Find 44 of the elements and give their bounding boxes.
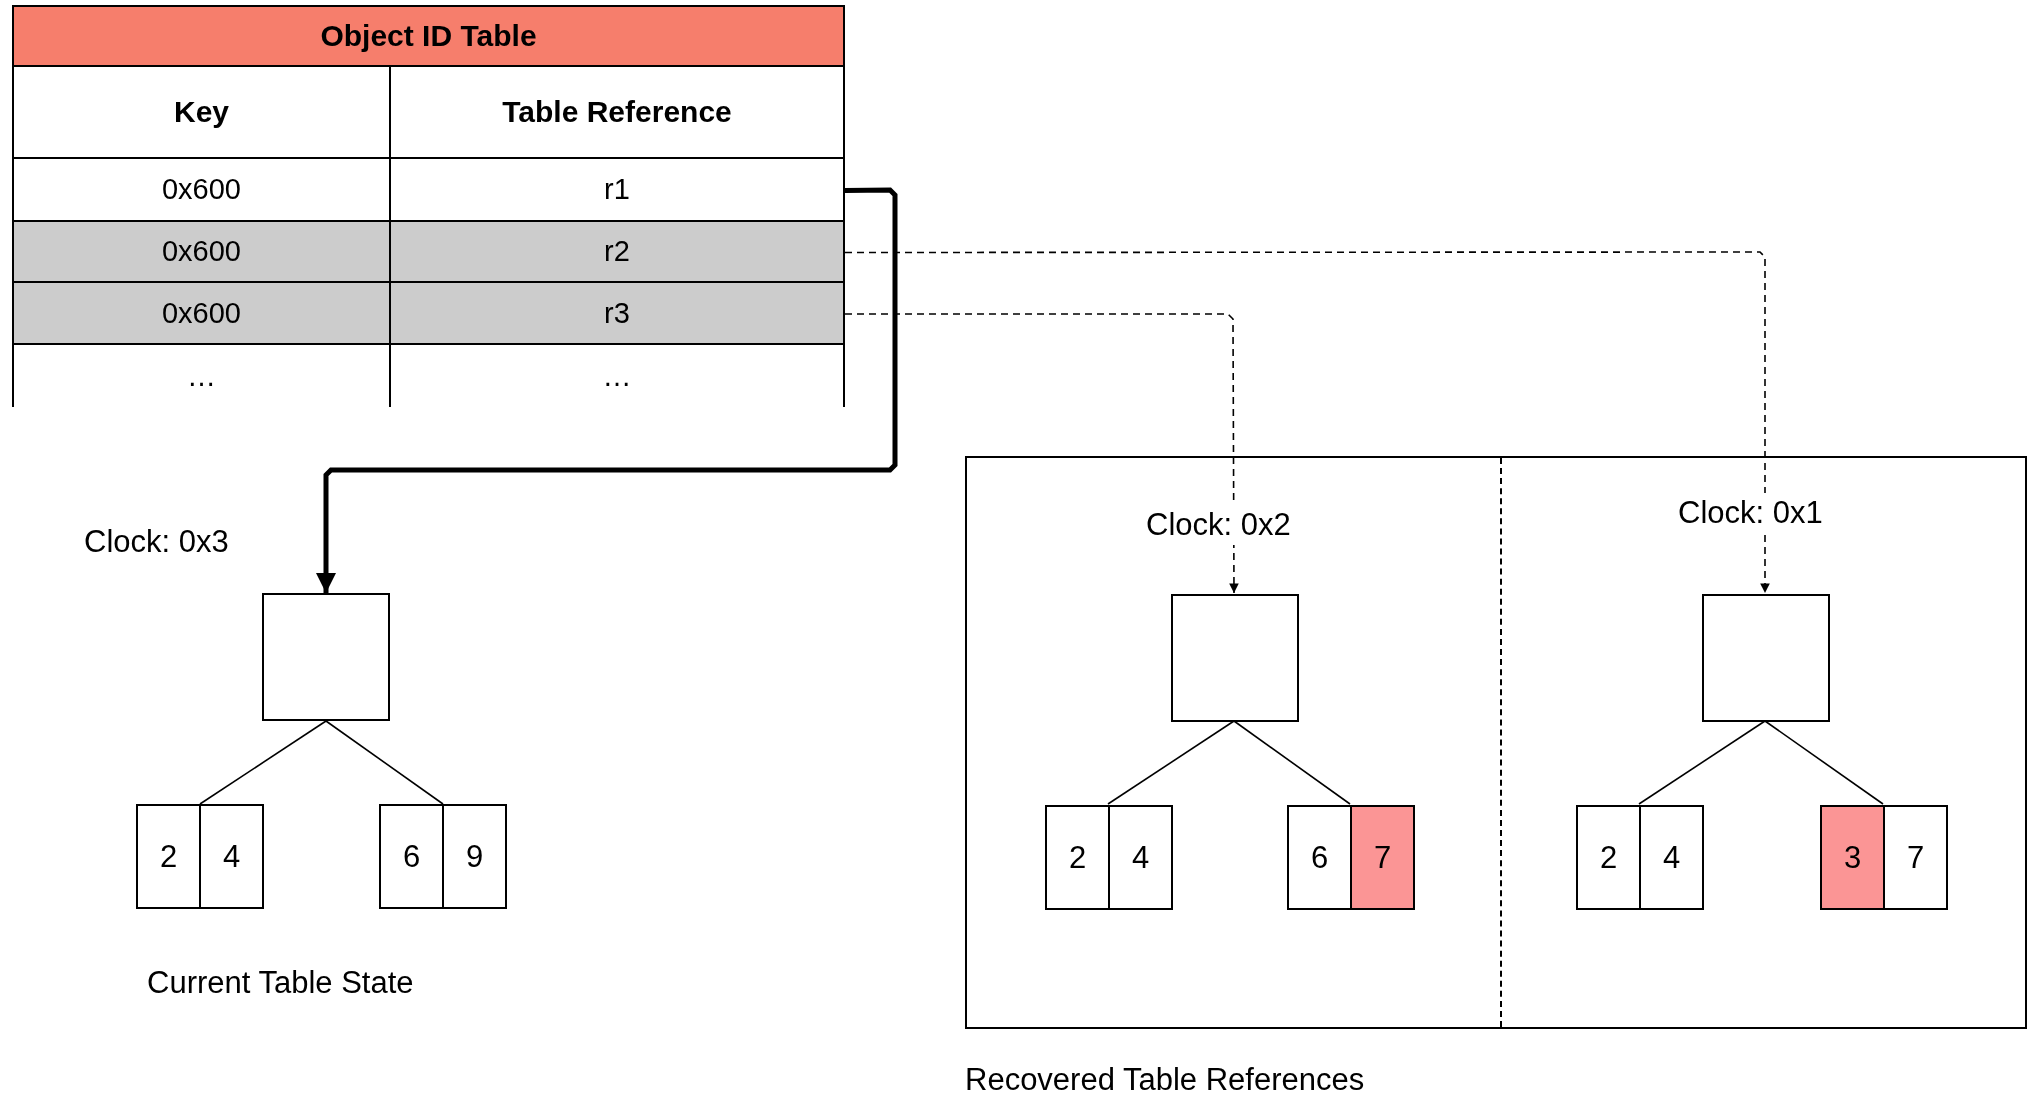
leaf-node	[136, 804, 264, 909]
table-cell: r3	[391, 283, 843, 345]
leaf-node	[379, 804, 507, 909]
key-value: 4	[1641, 805, 1704, 910]
arrow	[316, 187, 898, 593]
tree-link	[325, 720, 444, 805]
tree-link	[1638, 720, 1766, 805]
caption-text: Current Table State	[147, 965, 414, 1001]
tree-link	[1233, 720, 1351, 805]
leaf-node	[1576, 805, 1704, 910]
key-value: 3	[1820, 805, 1885, 910]
panel-frame	[965, 456, 2027, 1029]
leaf-node	[1045, 805, 1173, 910]
key-value: 7	[1352, 805, 1415, 910]
key-value: 2	[1576, 805, 1641, 910]
leaf-node	[1820, 805, 1948, 910]
clock-label: Clock: 0x1	[1678, 493, 1823, 533]
table-cell: 0x600	[14, 283, 391, 345]
tree-link	[199, 720, 327, 805]
key-value: 6	[379, 804, 444, 909]
key-value: 6	[1287, 805, 1352, 910]
clock-label: Clock: 0x2	[1146, 505, 1291, 545]
key-value: 4	[1110, 805, 1173, 910]
leaf-node	[1287, 805, 1415, 910]
arrow	[844, 313, 1239, 594]
root-node-box	[1702, 594, 1830, 722]
table-cell: 0x600	[14, 159, 391, 222]
key-value: 2	[136, 804, 201, 909]
table-cell: …	[14, 345, 391, 407]
panel-caption: Recovered Table References	[965, 1062, 1365, 1098]
arrow	[844, 251, 1770, 594]
key-value: 9	[444, 804, 507, 909]
id-table	[12, 5, 845, 407]
key-value: 4	[201, 804, 264, 909]
root-node-box	[262, 593, 390, 721]
key-value: 7	[1885, 805, 1948, 910]
tree-link	[1764, 720, 1884, 805]
tree-link	[1107, 720, 1235, 805]
root-node-box	[1171, 594, 1299, 722]
table-cell: 0x600	[14, 222, 391, 283]
table-cell: r2	[391, 222, 843, 283]
table-cell: Key	[14, 67, 391, 159]
key-value: 2	[1045, 805, 1110, 910]
table-title: Object ID Table	[14, 7, 843, 67]
